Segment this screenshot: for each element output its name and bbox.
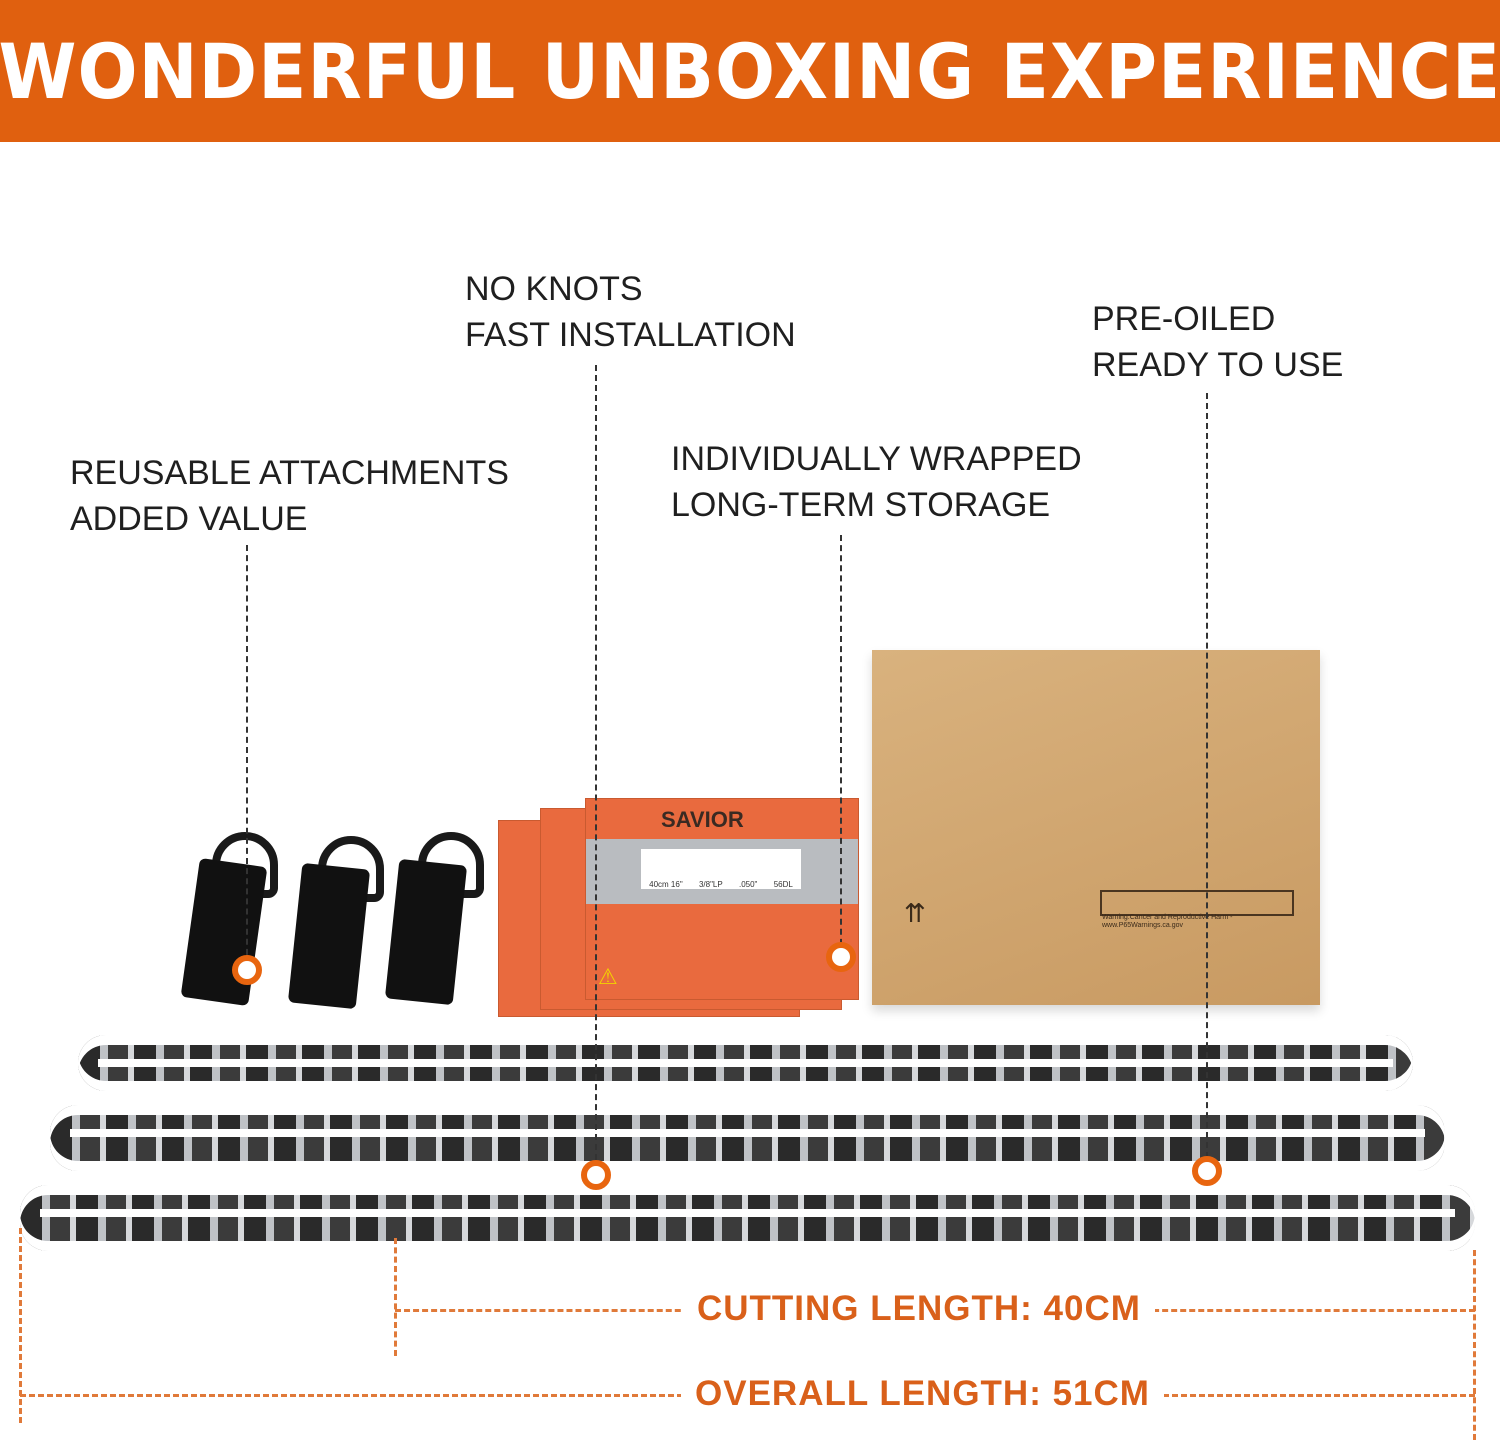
callout-line: NO KNOTS (465, 270, 643, 308)
overall-length-label: OVERALL LENGTH: 51CM (681, 1374, 1164, 1414)
recycle-symbols (1100, 890, 1294, 916)
callout-wrapped: INDIVIDUALLY WRAPPED LONG-TERM STORAGE (671, 436, 1082, 528)
leader-line (840, 535, 842, 955)
callout-dot (1192, 1156, 1222, 1186)
strap (384, 858, 468, 1006)
callout-line: READY TO USE (1092, 346, 1344, 384)
chain-3 (20, 1185, 1475, 1251)
leader-line (1206, 393, 1208, 1168)
spec: 40cm 16" (649, 880, 683, 889)
cardboard-box: ⇈ Warning:Cancer and Reproductive Harm -… (872, 650, 1320, 1005)
length-end (1473, 1250, 1476, 1440)
chain-2 (50, 1105, 1445, 1171)
cutting-length-label: CUTTING LENGTH: 40CM (683, 1289, 1155, 1329)
callout-line: LONG-TERM STORAGE (671, 486, 1051, 524)
chain-1 (78, 1035, 1413, 1091)
callout-dot (581, 1160, 611, 1190)
banner-title: WONDERFUL UNBOXING EXPERIENCE (0, 26, 1500, 116)
callout-dot (826, 942, 856, 972)
strap (287, 862, 371, 1010)
warning-icon: ⚠ (598, 964, 618, 989)
spec: 56DL (773, 880, 793, 889)
cutting-length-start (394, 1238, 397, 1356)
this-side-up-icon: ⇈ (904, 898, 926, 928)
spec: 3/8"LP (698, 880, 723, 889)
callout-attachments: REUSABLE ATTACHMENTS ADDED VALUE (70, 450, 509, 542)
callout-dot (232, 955, 262, 985)
spec-label: 40cm 16" 3/8"LP .050" 56DL (641, 849, 801, 889)
callout-line: PRE-OILED (1092, 300, 1276, 338)
strap (180, 857, 268, 1007)
leader-line (595, 365, 597, 1170)
brand-logo: SAVIOR (661, 807, 744, 832)
callout-preoiled: PRE-OILED READY TO USE (1092, 296, 1343, 388)
pouch-front: SAVIOR 40cm 16" 3/8"LP .050" 56DL ⚠ (585, 798, 859, 1000)
callout-line: INDIVIDUALLY WRAPPED (671, 440, 1082, 478)
leader-line (246, 545, 248, 965)
callout-line: REUSABLE ATTACHMENTS (70, 454, 509, 492)
callout-line: ADDED VALUE (70, 500, 308, 538)
spec: .050" (738, 880, 758, 889)
callout-line: FAST INSTALLATION (465, 316, 796, 354)
callout-installation: NO KNOTS FAST INSTALLATION (465, 266, 796, 358)
overall-length-start (19, 1228, 22, 1423)
header-banner: WONDERFUL UNBOXING EXPERIENCE (0, 0, 1500, 142)
box-warning: Warning:Cancer and Reproductive Harm - w… (1102, 914, 1233, 929)
